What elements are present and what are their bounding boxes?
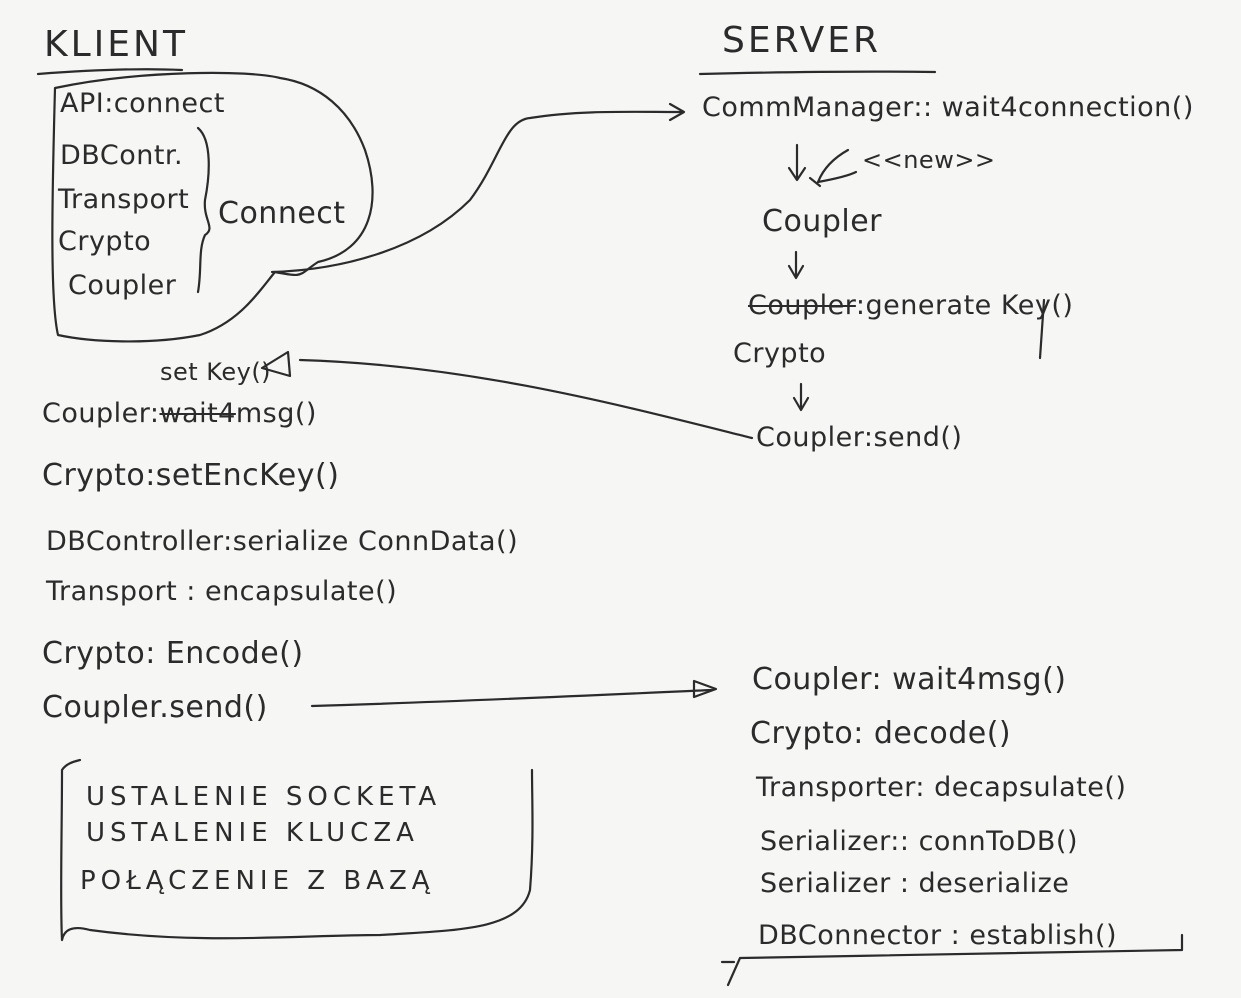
- server-heading: SERVER: [722, 20, 882, 61]
- server-step: Crypto: decode(): [750, 716, 1012, 751]
- server-step: Serializer:: connToDB(): [760, 826, 1078, 857]
- server-step: Coupler: wait4msg(): [752, 662, 1067, 697]
- arrow-send-to-wait4msg: [310, 688, 714, 708]
- server-heading-underline: [698, 70, 937, 76]
- new-arrow: [816, 148, 858, 184]
- server-coupler: Coupler: [762, 204, 882, 239]
- client-step-crypto-set-key: Crypto:setEncKey(): [42, 458, 340, 493]
- server-step: DBConnector : establish(): [758, 920, 1118, 951]
- server-generate-key: Coupler:generate Key(): [748, 290, 1074, 321]
- note-line: USTALENIE SOCKETA: [86, 782, 442, 812]
- note-line: USTALENIE KLUCZA: [86, 818, 419, 848]
- client-step-coupler-wait: Coupler:wait4msg(): [42, 398, 317, 429]
- set-key-note: set Key(): [160, 358, 272, 386]
- arrow-connect-to-commmanager: [270, 110, 684, 274]
- arrow-send-to-setkey: [298, 358, 754, 440]
- client-connect-item: Transport: [58, 184, 190, 215]
- client-connect-item: API:connect: [60, 88, 225, 119]
- client-connect-item: DBContr.: [60, 140, 184, 171]
- server-comm-manager: CommManager:: wait4connection(): [702, 92, 1194, 123]
- client-step-db-serialize: DBController:serialize ConnData(): [46, 526, 519, 557]
- note-line: POŁĄCZENIE Z BAZĄ: [80, 866, 435, 896]
- server-step: Serializer : deserialize: [760, 868, 1070, 899]
- new-label: <<new>>: [862, 146, 996, 174]
- connect-cloud-outline: [51, 71, 374, 343]
- client-heading: KLIENT: [44, 24, 188, 65]
- server-step: Transporter: decapsulate(): [756, 772, 1127, 803]
- connect-brace: [196, 126, 211, 294]
- client-heading-underline: [36, 68, 184, 76]
- client-step-transport: Transport : encapsulate(): [46, 576, 398, 607]
- client-connect-item: Coupler: [68, 270, 177, 301]
- client-connect-item: Crypto: [58, 226, 152, 257]
- client-step-crypto-encode: Crypto: Encode(): [42, 636, 304, 671]
- note-box-outline: [60, 758, 534, 942]
- server-closing-bracket: [726, 933, 1184, 987]
- server-crypto: Crypto: [733, 338, 827, 369]
- connect-brace-label: Connect: [218, 196, 346, 231]
- client-step-coupler-send: Coupler.send(): [42, 690, 268, 725]
- server-coupler-send: Coupler:send(): [756, 422, 963, 453]
